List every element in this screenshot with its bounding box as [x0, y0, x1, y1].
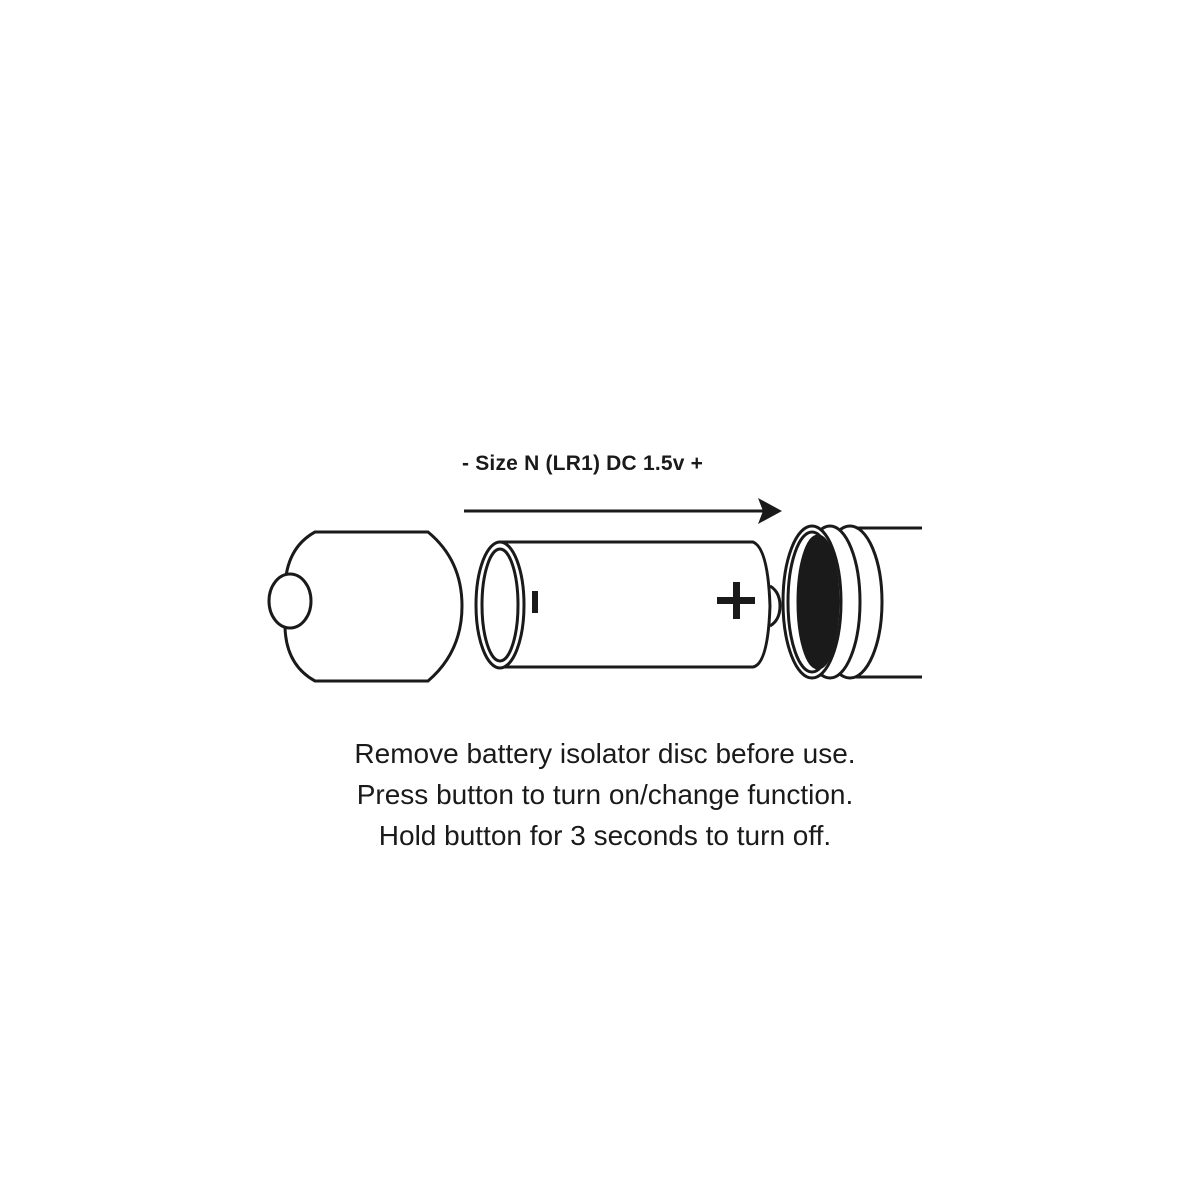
instruction-line: Press button to turn on/change function.: [356, 779, 854, 810]
usage-instructions: Remove battery isolator disc before use.…: [0, 733, 1200, 856]
instruction-line: Hold button for 3 seconds to turn off.: [378, 820, 832, 851]
positive-terminal-icon: [717, 582, 755, 619]
instruction-line: Remove battery isolator disc before use.: [354, 738, 856, 769]
insertion-arrow-icon: [464, 498, 782, 524]
battery-size-label: - Size N (LR1) DC 1.5v +: [462, 452, 704, 475]
end-cap-icon: [267, 530, 464, 683]
battery-icon: [474, 540, 782, 670]
device-body-icon: [781, 524, 922, 680]
negative-terminal-icon: [532, 591, 538, 613]
